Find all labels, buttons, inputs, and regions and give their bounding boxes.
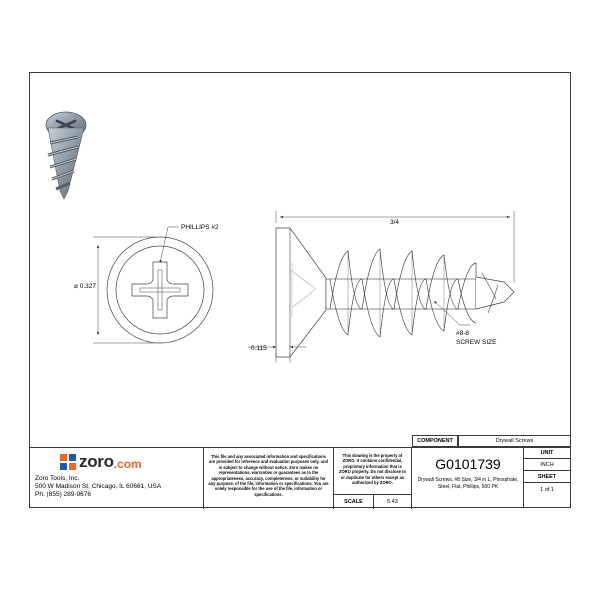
part-description: Drywall Screws, #8 Size, 3/4 in L, Phosp… <box>417 477 519 490</box>
company-cell: zoro .com Zoro Tools, Inc. 500 W Madison… <box>30 448 204 509</box>
property-notice-cell: This drawing is the property of ZORO. It… <box>334 448 412 494</box>
screw-size-label: #8-8 <box>456 330 469 337</box>
length-label: 3/4 <box>390 219 399 226</box>
unit-label: UNIT <box>524 447 570 459</box>
brand-name: zoro <box>79 452 114 471</box>
technical-drawing: PHILLIPS #2 ⌀ 0.327 3/4 0.115 #8-8 SCREW… <box>45 111 515 363</box>
screw-side-view <box>275 227 515 358</box>
component-label: COMPONENT <box>412 435 458 447</box>
sheet-label: SHEET <box>524 471 570 483</box>
phillips-label: PHILLIPS #2 <box>181 224 219 231</box>
diameter-dimension <box>93 236 156 344</box>
screw-size-sub-label: SCREW SIZE <box>456 339 497 346</box>
sheet-value: 1 of 1 <box>540 486 554 493</box>
brand-suffix: .com <box>113 456 142 471</box>
disclaimer-text: This file and any associated information… <box>208 454 329 497</box>
scale-value: 5.43 <box>374 494 412 509</box>
zoro-logo-icon <box>60 454 76 470</box>
part-number-cell: G0101739 Drywall Screws, #8 Size, 3/4 in… <box>412 447 524 508</box>
zoro-logo: zoro .com <box>60 452 142 472</box>
screw-thumbnail <box>45 111 87 200</box>
length-dimension <box>275 211 515 283</box>
unit-value: INCH <box>524 459 570 471</box>
screw-head-top-view <box>106 236 214 344</box>
scale-label: SCALE <box>334 494 374 509</box>
disclaimer-cell: This file and any associated information… <box>204 448 334 509</box>
part-number: G0101739 <box>435 456 501 472</box>
company-address: 500 W Madison St, Chicago, IL 60661, USA <box>35 483 162 490</box>
component-value: Drywall Screws <box>458 435 570 447</box>
head-height-dimension <box>248 345 306 363</box>
company-name: Zoro Tools, Inc. <box>35 475 80 482</box>
head-height-label: 0.115 <box>251 345 267 352</box>
property-notice-text: This drawing is the property of ZORO. It… <box>338 453 407 486</box>
drawing-sheet: PHILLIPS #2 ⌀ 0.327 3/4 0.115 #8-8 SCREW… <box>29 72 571 509</box>
company-phone: Ph: (855) 289-9676 <box>35 491 92 498</box>
diameter-label: ⌀ 0.327 <box>74 283 96 290</box>
title-block: zoro .com Zoro Tools, Inc. 500 W Madison… <box>30 447 570 509</box>
